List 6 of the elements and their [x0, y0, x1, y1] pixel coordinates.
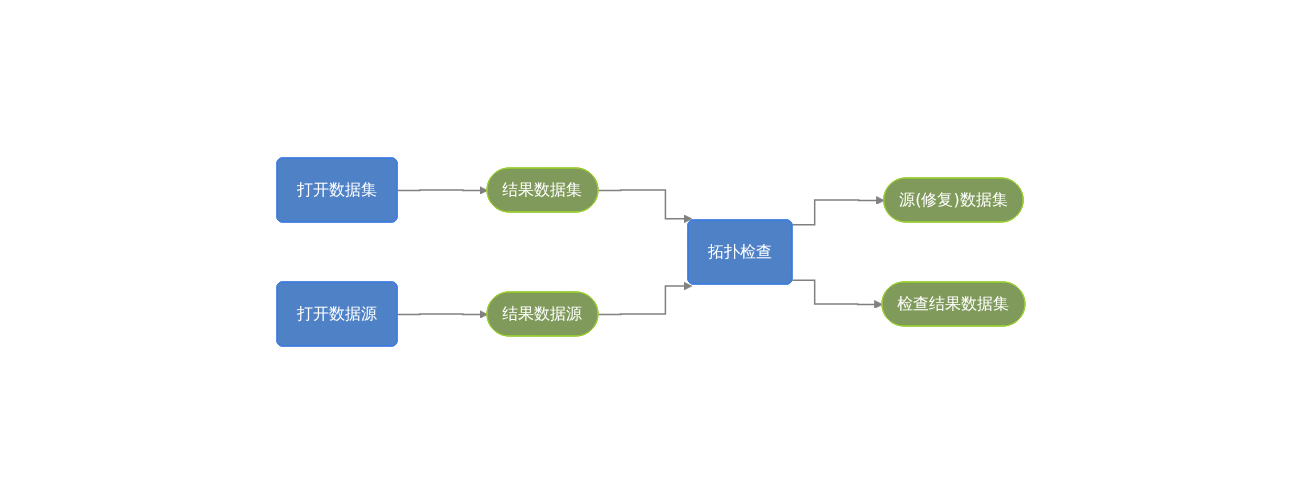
arrow [396, 186, 488, 195]
arrow [597, 189, 693, 224]
arrow [396, 310, 488, 319]
arrow [791, 279, 883, 309]
arrow [791, 196, 885, 226]
arrow [597, 281, 693, 316]
